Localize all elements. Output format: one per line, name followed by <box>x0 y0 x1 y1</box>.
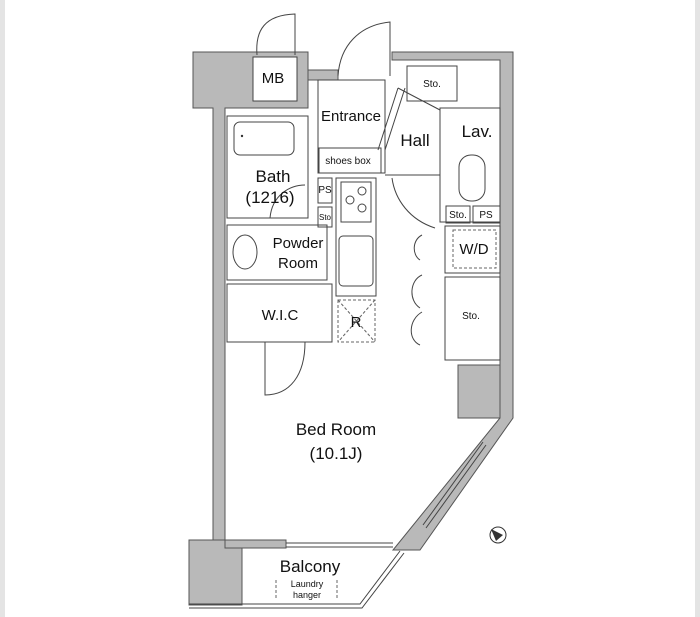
label-shoes-box: shoes box <box>325 156 371 167</box>
balcony-railing <box>189 550 405 609</box>
mb-door[interactable] <box>256 13 296 56</box>
label-sto-lav: Sto. <box>449 210 467 221</box>
label-ps-left: PS <box>318 185 332 196</box>
label-hall: Hall <box>400 131 429 150</box>
balcony-window[interactable] <box>286 542 393 548</box>
label-powder-room: Room <box>278 255 318 272</box>
left-edge <box>0 0 5 617</box>
right-edge <box>695 0 700 617</box>
label-refrigerator: R <box>351 314 362 331</box>
label-bedroom: Bed Room <box>296 420 376 439</box>
bedroom-window[interactable] <box>422 441 487 529</box>
label-laundry: Laundry <box>291 579 324 589</box>
label-lav: Lav. <box>462 122 493 141</box>
label-sto-small: Sto <box>319 213 332 222</box>
label-sto-top: Sto. <box>423 79 441 90</box>
interior-lines <box>226 65 501 396</box>
label-wic: W.I.C <box>262 307 299 324</box>
label-entrance: Entrance <box>321 108 381 125</box>
label-sto-right: Sto. <box>462 311 480 322</box>
compass-north-icon <box>489 526 507 544</box>
label-bath: Bath <box>256 167 291 186</box>
label-powder: Powder <box>273 235 324 252</box>
label-wd: W/D <box>459 241 488 258</box>
mb-closet <box>252 56 298 102</box>
entrance-door[interactable] <box>337 21 391 77</box>
label-bath-size: (1216) <box>245 188 294 207</box>
walls <box>188 51 514 606</box>
label-mb: MB <box>262 70 285 87</box>
label-ps-right: PS <box>479 210 493 221</box>
label-bedroom-size: (10.1J) <box>310 444 363 463</box>
label-hanger: hanger <box>293 590 321 600</box>
label-balcony: Balcony <box>280 557 341 576</box>
laundry-hanger-marks <box>275 580 338 600</box>
